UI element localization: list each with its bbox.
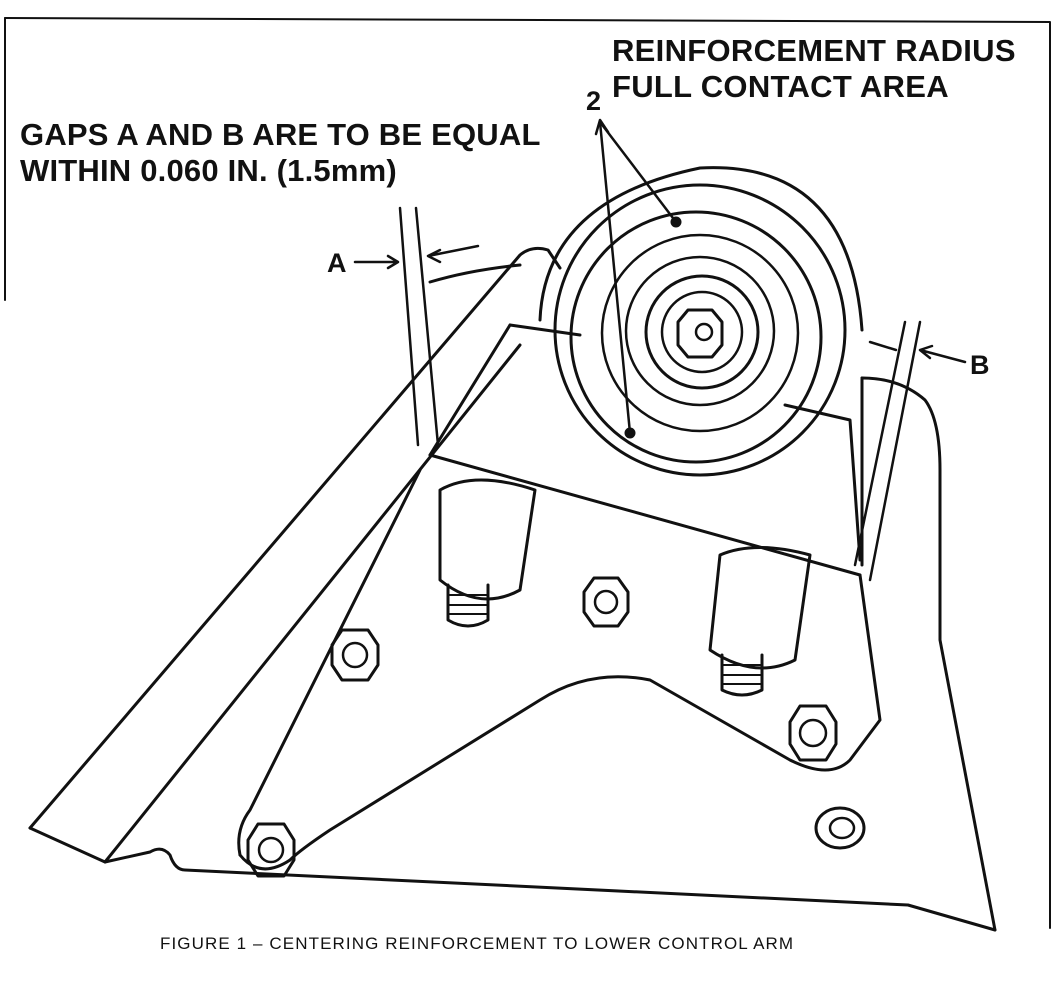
gap-b-line-left [853, 320, 907, 567]
reinforcement-plate-upper-edge [428, 323, 512, 457]
full-contact-area-label: FULL CONTACT AREA [612, 69, 949, 104]
stud-cylinder-left [438, 478, 537, 601]
control-arm-right-edge [860, 376, 997, 932]
reinforcement-plate-bottom [238, 853, 292, 871]
gaps-instruction-line2: WITHIN 0.060 IN. (1.5mm) [20, 153, 397, 188]
bushing-mid-ring [600, 233, 800, 433]
control-arm-lip [428, 263, 522, 284]
callout-number-2: 2 [586, 86, 602, 116]
control-arm-bottom-edge [28, 826, 997, 932]
leader-2-to-top [598, 120, 678, 224]
reinforcement-top-face [508, 323, 862, 562]
hex-bolt-right [788, 704, 838, 762]
reinforcement-plate-face [428, 453, 862, 577]
bushing-nut [676, 308, 724, 359]
leader-arrowhead-a [594, 118, 610, 136]
hex-bolt-left [330, 628, 380, 682]
gap-b-arrow-left [868, 340, 898, 352]
control-arm-hole-inner [828, 816, 856, 840]
reinforcement-radius-label: REINFORCEMENT RADIUS [612, 33, 1016, 68]
bushing-housing-ring [553, 183, 847, 477]
stud-cylinder-right [708, 546, 812, 670]
gap-a-arrow-right [426, 244, 480, 264]
bushing-housing-outer [538, 166, 864, 332]
gap-b-arrow-right [918, 344, 967, 364]
control-arm-hole [814, 806, 866, 850]
gaps-instruction-line1: GAPS A AND B ARE TO BE EQUAL [20, 117, 541, 152]
stud-thread-left-lines [447, 594, 489, 615]
gap-b-label: B [970, 350, 990, 380]
leader-2-to-bottom [598, 120, 632, 435]
bushing-stud [694, 322, 714, 342]
stud-thread-right-lines [721, 664, 763, 685]
gap-a-line-right [414, 206, 440, 447]
gap-a-line-left [398, 206, 420, 447]
stud-thread-right [720, 653, 764, 697]
control-arm-outline [28, 246, 562, 830]
hex-bolt-center [582, 576, 630, 628]
bushing-inner-ring [624, 255, 776, 407]
stud-thread-left [446, 583, 490, 628]
gap-a-label: A [327, 248, 347, 278]
bushing-outer-face [569, 210, 823, 464]
bushing-core-inner [660, 290, 744, 374]
figure-caption: FIGURE 1 – CENTERING REINFORCEMENT TO LO… [160, 934, 795, 953]
gap-a-arrow-left [353, 254, 400, 270]
bushing-core [644, 274, 760, 390]
control-arm-inner-edge [103, 343, 522, 864]
reinforcement-plate-lower [237, 468, 882, 862]
gap-b-line-right [868, 320, 922, 582]
hex-bolt-lower-left [246, 822, 296, 878]
figure-border [4, 17, 1051, 929]
